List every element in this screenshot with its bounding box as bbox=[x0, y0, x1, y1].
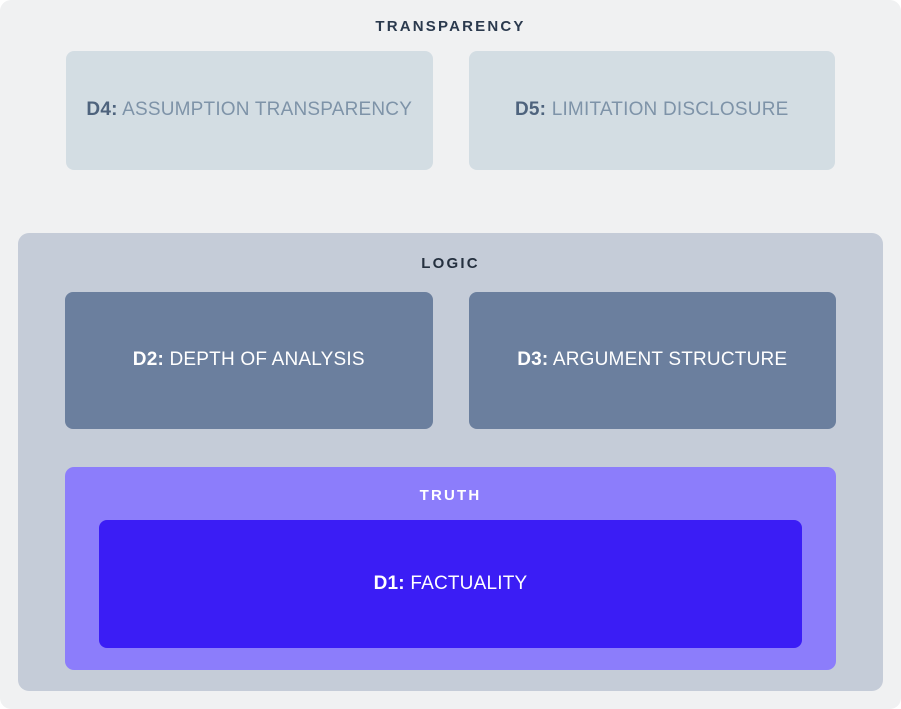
card-d4[interactable]: D4: ASSUMPTION TRANSPARENCY bbox=[66, 51, 433, 170]
card-d3[interactable]: D3: ARGUMENT STRUCTURE bbox=[468, 292, 836, 429]
card-d2[interactable]: D2: DEPTH OF ANALYSIS bbox=[65, 292, 433, 429]
card-d3-tag: D3: bbox=[517, 349, 549, 371]
tier-truth-title: TRUTH bbox=[419, 487, 482, 504]
truth-card-row: D1: FACTUALITY bbox=[99, 520, 802, 648]
card-d4-tag: D4: bbox=[86, 99, 118, 121]
tier-truth: TRUTH D1: FACTUALITY bbox=[65, 467, 836, 670]
card-d1[interactable]: D1: FACTUALITY bbox=[99, 520, 802, 648]
card-d2-label: DEPTH OF ANALYSIS bbox=[169, 349, 365, 371]
card-d5-tag: D5: bbox=[514, 99, 547, 121]
card-d5-label: LIMITATION DISCLOSURE bbox=[551, 99, 789, 121]
tier-transparency-title: TRANSPARENCY bbox=[375, 18, 526, 35]
transparency-card-row: D4: ASSUMPTION TRANSPARENCY D5: LIMITATI… bbox=[66, 51, 835, 170]
card-d4-text: D4: ASSUMPTION TRANSPARENCY bbox=[86, 97, 412, 124]
card-d5[interactable]: D5: LIMITATION DISCLOSURE bbox=[468, 51, 835, 170]
card-d1-tag: D1: bbox=[373, 572, 405, 594]
tier-transparency: TRANSPARENCY D4: ASSUMPTION TRANSPARENCY… bbox=[0, 0, 901, 170]
tier-logic-title: LOGIC bbox=[421, 255, 480, 272]
card-d1-text: D1: FACTUALITY bbox=[374, 571, 528, 598]
card-d3-text: D3: ARGUMENT STRUCTURE bbox=[517, 347, 787, 374]
card-d2-tag: D2: bbox=[132, 349, 164, 371]
card-d4-label: ASSUMPTION TRANSPARENCY bbox=[122, 99, 413, 121]
card-d1-label: FACTUALITY bbox=[410, 572, 528, 594]
tier-logic: LOGIC D2: DEPTH OF ANALYSIS D3: ARGUMENT… bbox=[18, 233, 883, 691]
card-d3-label: ARGUMENT STRUCTURE bbox=[552, 349, 788, 371]
card-d5-text: D5: LIMITATION DISCLOSURE bbox=[515, 97, 789, 124]
card-d2-text: D2: DEPTH OF ANALYSIS bbox=[133, 347, 365, 374]
logic-card-row: D2: DEPTH OF ANALYSIS D3: ARGUMENT STRUC… bbox=[65, 292, 836, 429]
